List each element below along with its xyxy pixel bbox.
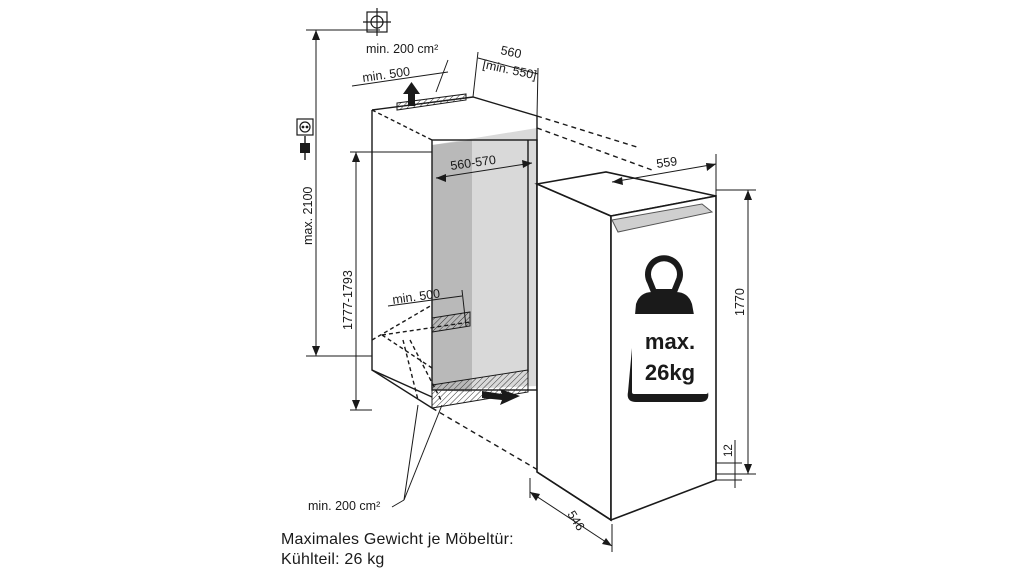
niche-width-label: 560-570 bbox=[449, 153, 496, 173]
weight-value-label: 26kg bbox=[645, 360, 695, 385]
airflow-arrow-icon bbox=[482, 389, 520, 405]
top-vent-area-label: min. 200 cm² bbox=[366, 42, 438, 56]
crosshair-target-icon bbox=[363, 8, 391, 36]
appliance-body bbox=[534, 171, 717, 522]
niche-depth-min-label: [min. 550] bbox=[481, 57, 538, 82]
niche-depth-label: 560 bbox=[499, 43, 522, 61]
power-socket-icon bbox=[296, 118, 314, 136]
plinth-gap-label: 12 bbox=[723, 444, 735, 457]
bottom-vent-depth-label: min. 500 bbox=[391, 286, 440, 307]
top-vent-depth-label: min. 500 bbox=[361, 64, 410, 85]
dimension-arrowheads bbox=[312, 30, 752, 546]
max-socket-height-label: max. 2100 bbox=[301, 187, 315, 245]
niche-height-label: 1777-1793 bbox=[341, 270, 355, 330]
bottom-vent-area-label: min. 200 cm² bbox=[308, 499, 380, 513]
caption-line-2: Kühlteil: 26 kg bbox=[281, 551, 385, 568]
airflow-arrow-icon bbox=[403, 82, 420, 106]
dimension-lines bbox=[306, 29, 756, 552]
weight-icon: max. 26kg bbox=[627, 255, 709, 402]
appliance-depth-label: 546 bbox=[564, 508, 587, 533]
appliance-width-label: 559 bbox=[655, 154, 678, 171]
power-plug-icon bbox=[300, 136, 310, 160]
weight-max-label: max. bbox=[645, 329, 695, 354]
appliance-height-label: 1770 bbox=[733, 288, 747, 316]
niche-cabinet bbox=[371, 93, 653, 471]
caption-line-1: Maximales Gewicht je Möbeltür: bbox=[281, 531, 514, 548]
